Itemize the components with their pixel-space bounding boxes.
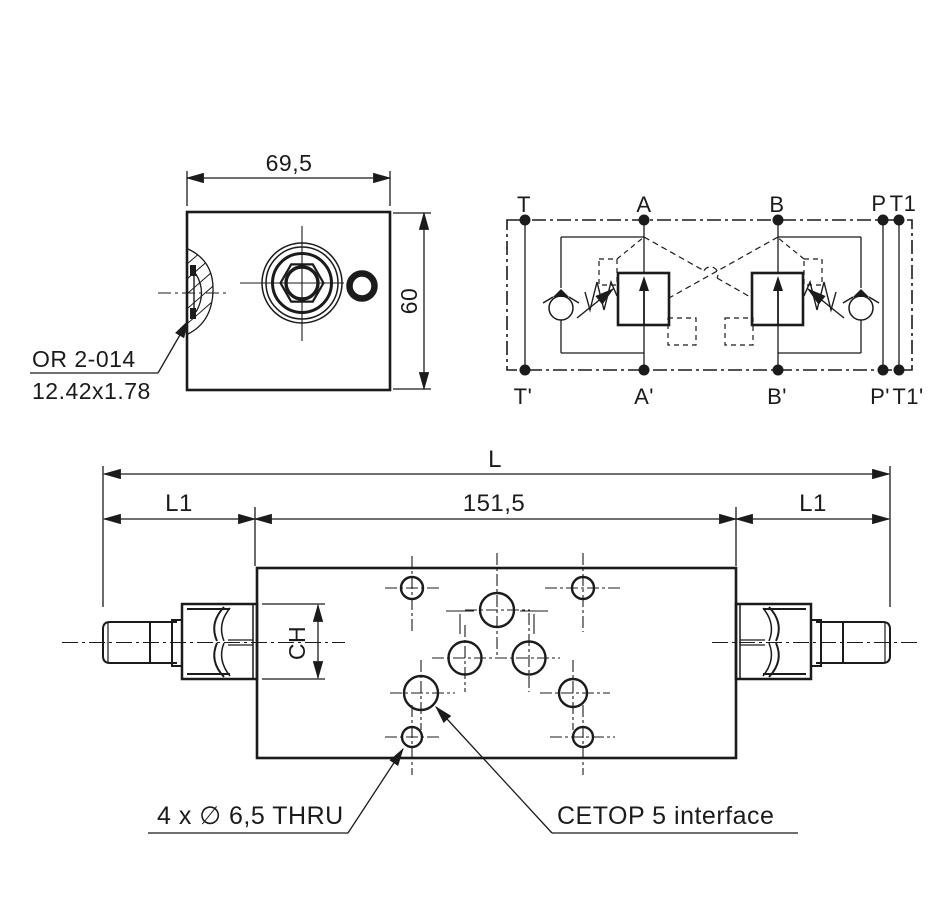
valve-body-front [185, 210, 392, 392]
adjustment-arrow [576, 288, 615, 319]
dim-151-5-label: 151,5 [463, 490, 526, 517]
hydraulic-schematic [506, 214, 913, 376]
dimension-L [102, 466, 891, 607]
schematic-boundary [506, 219, 913, 371]
port-label-A: A [636, 192, 651, 217]
oring-label-line1: OR 2-014 [32, 346, 136, 372]
interface-reference-lines [446, 610, 548, 634]
hole-crosshairs [385, 553, 622, 775]
port-label-T-prime: T' [514, 384, 533, 409]
callout-leaders [148, 706, 798, 834]
port-label-T: T [517, 192, 531, 217]
check-valve-right [842, 289, 880, 321]
interface-callout-label: CETOP 5 interface [557, 802, 774, 830]
dim-L1-left-label: L1 [165, 490, 193, 517]
spring-symbol [803, 279, 837, 313]
oring-label-line2: 12.42x1.78 [32, 378, 151, 404]
check-valve-left [542, 289, 580, 321]
dim-height-label: 60 [396, 288, 422, 315]
oring-callout-leader [30, 319, 189, 374]
dim-L-label: L [488, 446, 502, 473]
check-valve-loops [560, 236, 862, 354]
right-cartridge [734, 602, 891, 681]
dimension-width-69-5 [185, 171, 392, 206]
port-dots [519, 214, 905, 376]
dim-CH-label: CH [284, 626, 310, 660]
port-label-B-prime: B' [767, 384, 787, 409]
counterbalance-valve-left [576, 236, 697, 346]
port-label-P-prime: P' [870, 384, 890, 409]
dimension-height-60 [393, 211, 431, 391]
labels: 69,5 60 OR 2-014 12.42x1.78 T A B P T1 T… [32, 150, 923, 830]
port-label-P: P [871, 191, 886, 216]
counterbalance-valve-right [724, 236, 845, 346]
cartridge-plug [240, 226, 344, 341]
port-label-T1: T1 [890, 191, 917, 216]
dim-L1-right-label: L1 [799, 490, 827, 517]
port-label-T1-prime: T1' [892, 384, 923, 409]
gauge-port-ring [346, 270, 378, 302]
spring-symbol [584, 279, 618, 313]
adjustment-arrow [806, 288, 845, 319]
pilot-cross-lines [643, 236, 779, 299]
oring-notch [158, 248, 230, 335]
holes-callout-label: 4 x ∅ 6,5 THRU [157, 802, 344, 830]
dimension-CH [262, 603, 325, 680]
dimension-row-2 [102, 507, 891, 566]
port-label-A-prime: A' [634, 384, 654, 409]
dim-width-label: 69,5 [266, 150, 313, 176]
port-lines [524, 220, 900, 370]
left-cartridge [102, 602, 259, 681]
port-label-B: B [769, 192, 784, 217]
side-view [62, 466, 920, 834]
front-view [30, 171, 431, 392]
